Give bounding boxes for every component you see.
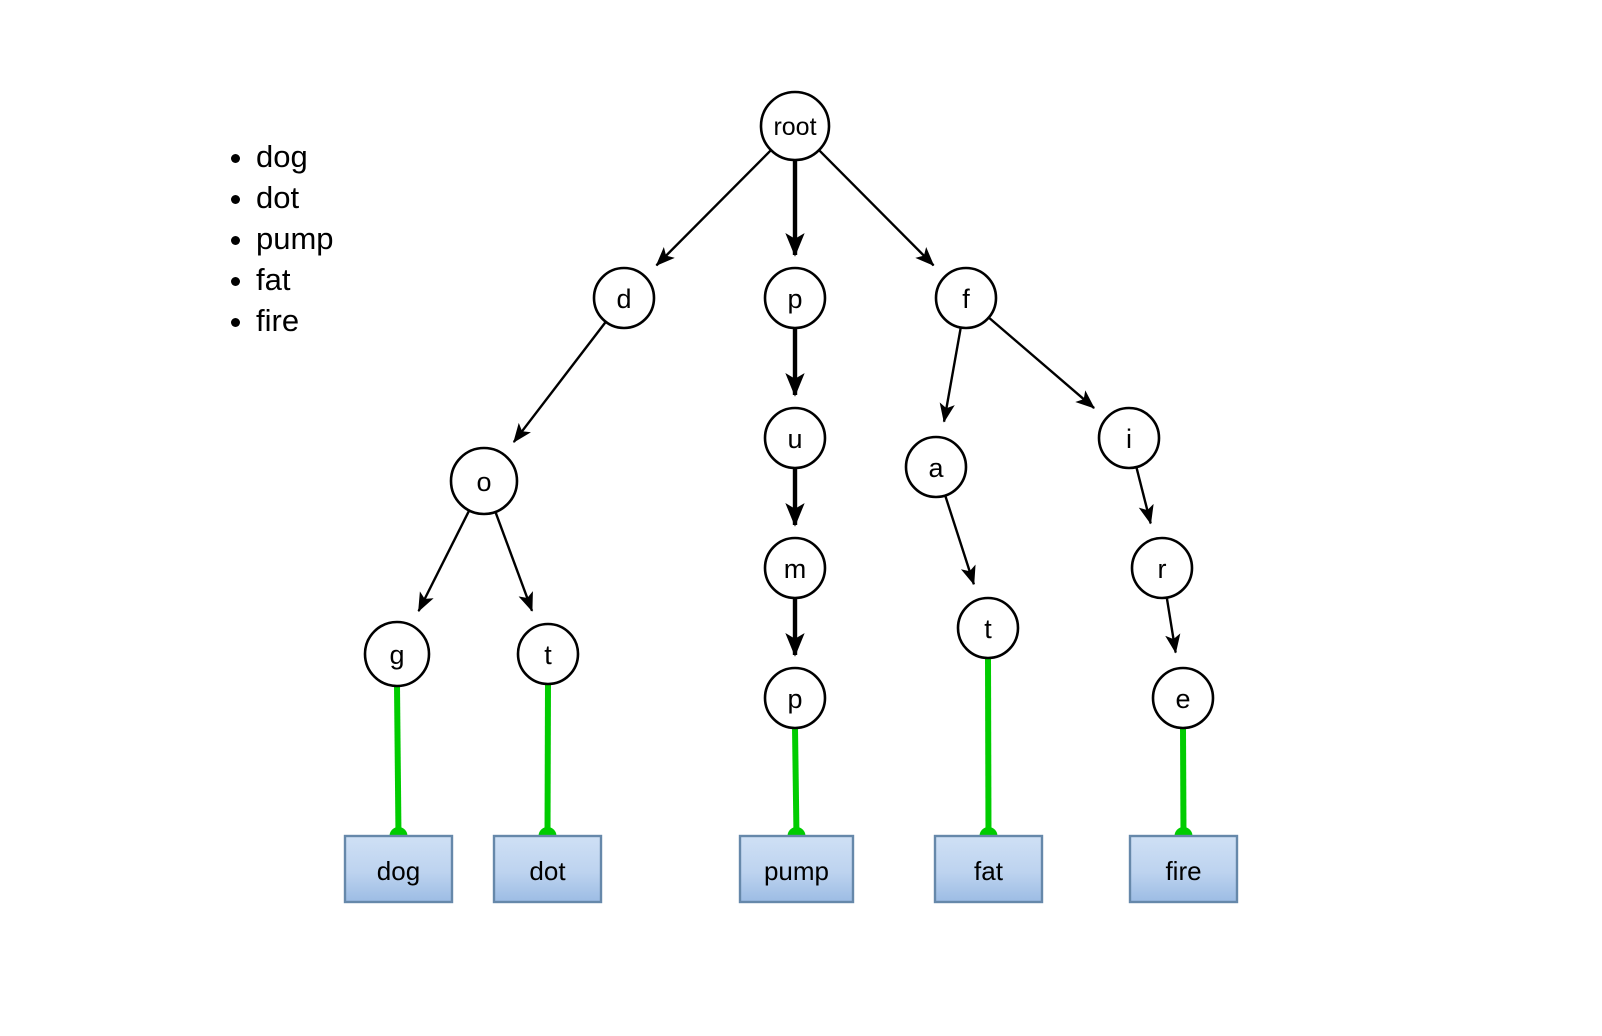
trie-node-r[interactable]: r <box>1130 536 1194 600</box>
box-fat[interactable]: fat <box>933 834 1044 904</box>
node-label: e <box>1175 684 1190 714</box>
edge-root-to-f <box>818 149 935 267</box>
trie-node-e[interactable]: e <box>1151 666 1215 730</box>
node-label: root <box>773 113 816 141</box>
terminal-link-pump <box>792 727 800 837</box>
word-list-item: pump <box>256 218 334 259</box>
node-circle <box>1130 536 1194 600</box>
node-label: i <box>1126 424 1132 454</box>
node-circle <box>592 266 656 330</box>
trie-node-t2[interactable]: t <box>956 596 1020 660</box>
word-box-rect <box>343 834 454 904</box>
word-box-rect <box>738 834 855 904</box>
edge-d-to-o <box>512 321 607 443</box>
word-list-item: fat <box>256 259 334 300</box>
trie-node-g[interactable]: g <box>363 620 431 688</box>
trie-node-m[interactable]: m <box>763 536 827 600</box>
word-boxes-layer: dog dot pump fat fire <box>343 834 1239 904</box>
node-circle <box>763 406 827 470</box>
trie-node-f[interactable]: f <box>934 266 998 330</box>
node-circle <box>1097 406 1161 470</box>
node-circle <box>449 446 519 516</box>
word-box-label: fat <box>974 856 1004 886</box>
word-box-label: fire <box>1165 856 1201 886</box>
trie-node-p1[interactable]: p <box>763 266 827 330</box>
trie-node-a[interactable]: a <box>904 435 968 499</box>
node-circle <box>763 536 827 600</box>
node-circle <box>1151 666 1215 730</box>
edge-o-to-g <box>417 510 471 612</box>
terminal-link-fire <box>1180 727 1187 837</box>
box-fire[interactable]: fire <box>1128 834 1239 904</box>
node-circle <box>763 666 827 730</box>
trie-node-root[interactable]: root <box>759 90 831 162</box>
box-dog[interactable]: dog <box>343 834 454 904</box>
node-circle <box>763 266 827 330</box>
word-box-rect <box>492 834 603 904</box>
terminal-link-dog <box>394 685 402 837</box>
edge-r-to-e <box>1165 597 1181 654</box>
edge-f-to-a <box>939 327 962 423</box>
edge-a-to-t2 <box>944 495 976 586</box>
node-circle <box>904 435 968 499</box>
node-circle <box>516 622 580 686</box>
word-box-label: dot <box>529 856 566 886</box>
box-dot[interactable]: dot <box>492 834 603 904</box>
word-box-label: pump <box>764 856 829 886</box>
edge-f-to-i <box>988 316 1095 409</box>
edges-layer <box>417 149 1181 657</box>
nodes-layer: root d p f o u a i g t m t r p e <box>363 90 1215 730</box>
node-label: p <box>787 684 802 714</box>
node-circle <box>759 90 831 162</box>
terminal-link-fat <box>985 657 992 837</box>
node-label: t <box>984 614 992 644</box>
trie-node-p2[interactable]: p <box>763 666 827 730</box>
node-label: p <box>787 284 802 314</box>
edge-root-to-d <box>655 149 772 267</box>
trie-node-u[interactable]: u <box>763 406 827 470</box>
terminal-link-dot <box>544 683 551 837</box>
node-label: d <box>616 284 631 314</box>
node-circle <box>363 620 431 688</box>
word-box-rect <box>933 834 1044 904</box>
node-label: r <box>1158 554 1167 584</box>
node-label: m <box>784 554 807 584</box>
word-box-rect <box>1128 834 1239 904</box>
word-list-item: dog <box>256 136 334 177</box>
node-label: g <box>389 640 404 670</box>
edge-i-to-r <box>1135 467 1154 525</box>
node-label: a <box>928 453 944 483</box>
node-circle <box>956 596 1020 660</box>
node-circle <box>934 266 998 330</box>
edge-o-to-t1 <box>494 512 534 612</box>
node-label: f <box>962 284 970 314</box>
word-list-item: fire <box>256 300 334 341</box>
trie-node-t1[interactable]: t <box>516 622 580 686</box>
word-list-item: dot <box>256 177 334 218</box>
node-label: o <box>476 467 491 497</box>
word-box-label: dog <box>377 856 420 886</box>
node-label: t <box>544 640 552 670</box>
box-pump[interactable]: pump <box>738 834 855 904</box>
node-label: u <box>787 424 802 454</box>
trie-node-d[interactable]: d <box>592 266 656 330</box>
trie-node-o[interactable]: o <box>449 446 519 516</box>
trie-node-i[interactable]: i <box>1097 406 1161 470</box>
